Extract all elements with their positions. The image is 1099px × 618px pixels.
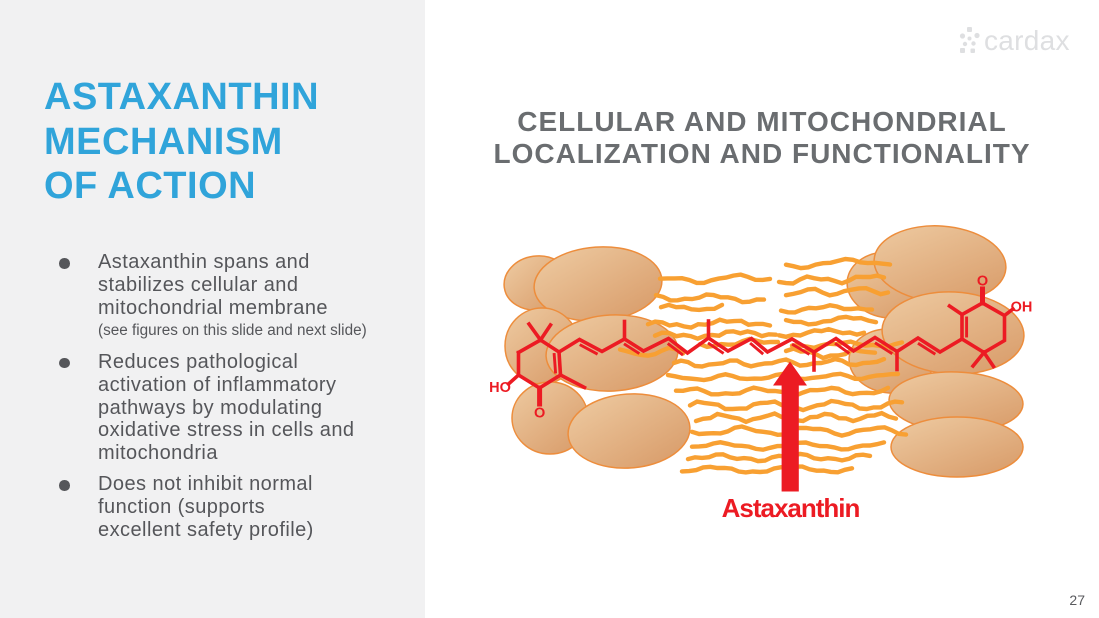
svg-text:Astaxanthin: Astaxanthin [722,493,860,523]
svg-text:OH: OH [1011,300,1033,316]
svg-text:HO: HO [489,380,511,396]
svg-text:O: O [977,274,988,290]
svg-text:O: O [534,406,545,422]
